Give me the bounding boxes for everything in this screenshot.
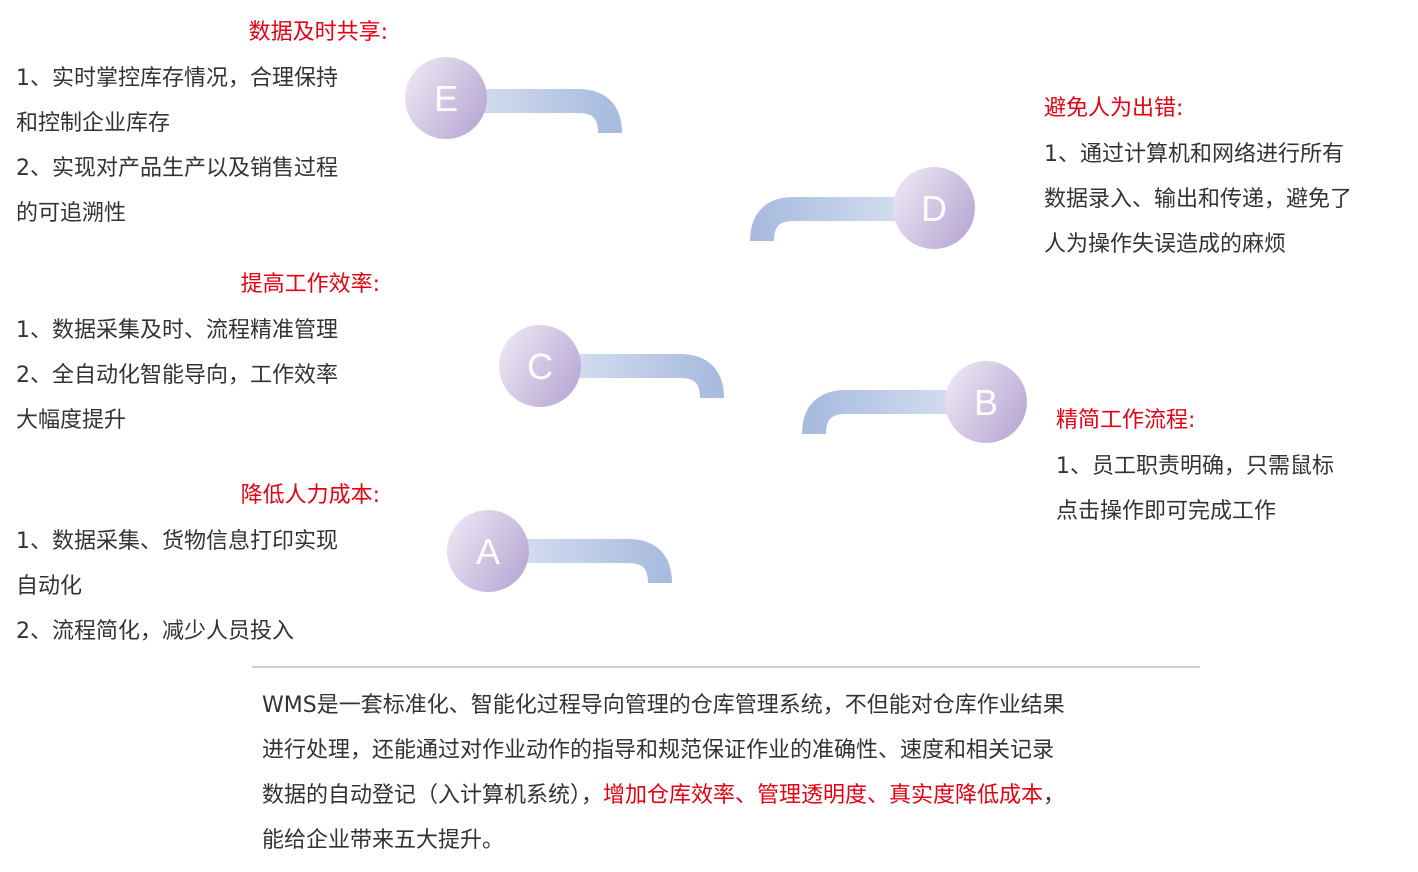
node-b-letter: B — [974, 382, 998, 423]
section-heading: 避免人为出错: — [1044, 96, 1184, 121]
section-line: 2、实现对产品生产以及销售过程 — [16, 156, 338, 181]
section-workflow: 精简工作流程: 1、员工职责明确，只需鼠标 点击操作即可完成工作 — [1056, 406, 1396, 536]
node-e-circle: E — [405, 57, 487, 139]
summary-line: 进行处理，还能通过对作业动作的指导和规范保证作业的准确性、速度和相关记录 — [262, 738, 1055, 763]
section-line: 的可追溯性 — [16, 201, 127, 226]
summary-line: WMS是一套标准化、智能化过程导向管理的仓库管理系统，不但能对仓库作业结果 — [262, 693, 1065, 718]
section-line: 1、员工职责明确，只需鼠标 — [1056, 454, 1334, 479]
node-d-circle: D — [893, 167, 975, 249]
section-line: 数据录入、输出和传递，避免了 — [1044, 187, 1353, 212]
section-efficiency: 提高工作效率: 1、数据采集及时、流程精准管理 2、全自动化智能导向，工作效率 … — [16, 270, 380, 440]
section-line: 点击操作即可完成工作 — [1056, 499, 1277, 524]
section-line: 1、数据采集及时、流程精准管理 — [16, 318, 338, 343]
section-line: 2、流程简化，减少人员投入 — [16, 619, 294, 644]
node-a-letter: A — [476, 531, 500, 572]
summary-highlight: 增加仓库效率、管理透明度、真实度降低成本 — [603, 783, 1044, 808]
section-line: 1、实时掌控库存情况，合理保持 — [16, 66, 338, 91]
pipe-e-horizontal — [446, 89, 622, 134]
summary-paragraph: WMS是一套标准化、智能化过程导向管理的仓库管理系统，不但能对仓库作业结果 进行… — [262, 683, 1202, 863]
node-b-circle: B — [945, 361, 1027, 443]
node-d-letter: D — [921, 188, 947, 229]
section-line: 1、数据采集、货物信息打印实现 — [16, 529, 338, 554]
section-data-sharing: 数据及时共享: 1、实时掌控库存情况，合理保持 和控制企业库存 2、实现对产品生… — [16, 18, 388, 233]
section-line: 大幅度提升 — [16, 408, 127, 433]
summary-line3-prefix: 数据的自动登记（入计算机系统）， — [262, 783, 604, 808]
section-heading: 数据及时共享: — [248, 20, 388, 45]
pipe-a-horizontal — [488, 539, 672, 584]
section-heading: 降低人力成本: — [240, 483, 380, 508]
node-c-circle: C — [499, 325, 581, 407]
section-heading: 精简工作流程: — [1056, 408, 1196, 433]
summary-line3-suffix: ， — [1043, 783, 1066, 808]
pipe-d-horizontal — [750, 197, 934, 242]
section-heading: 提高工作效率: — [240, 272, 380, 297]
section-line: 1、通过计算机和网络进行所有 — [1044, 142, 1344, 167]
node-e-letter: E — [434, 78, 458, 119]
section-line: 和控制企业库存 — [16, 111, 171, 136]
pipe-b-horizontal — [802, 390, 986, 435]
summary-line: 能给企业带来五大提升。 — [262, 828, 505, 853]
pipe-c-horizontal — [540, 354, 724, 399]
section-line: 人为操作失误造成的麻烦 — [1044, 232, 1287, 257]
section-labor-cost: 降低人力成本: 1、数据采集、货物信息打印实现 自动化 2、流程简化，减少人员投… — [16, 481, 380, 656]
node-c-letter: C — [527, 346, 553, 387]
section-line: 2、全自动化智能导向，工作效率 — [16, 363, 338, 388]
section-line: 自动化 — [16, 574, 83, 599]
node-a-circle: A — [447, 510, 529, 592]
section-error-avoidance: 避免人为出错: 1、通过计算机和网络进行所有 数据录入、输出和传递，避免了 人为… — [1044, 94, 1404, 269]
summary-line: 数据的自动登记（入计算机系统），增加仓库效率、管理透明度、真实度降低成本， — [262, 773, 1202, 818]
